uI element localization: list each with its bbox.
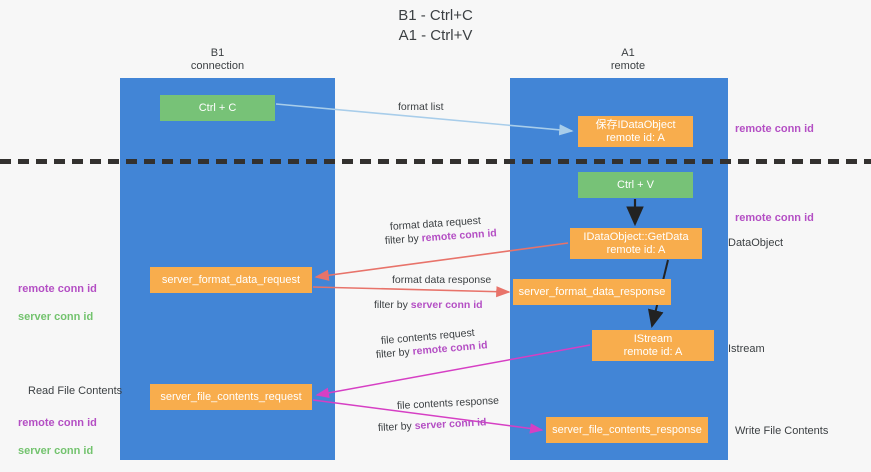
remote-conn-id-text-1: remote conn id (421, 227, 498, 245)
node-ctrl-c[interactable]: Ctrl + C (160, 95, 275, 121)
node-server-format-data-response[interactable]: server_format_data_response (513, 279, 671, 305)
filter-by-text-2: filter by (374, 299, 411, 311)
annotation-remote-conn-id-top: remote conn id (735, 123, 814, 135)
node-server-file-contents-request-label: server_file_contents_request (160, 390, 302, 403)
column-header-a1: A1 remote (610, 47, 646, 72)
node-idataobject-getdata[interactable]: IDataObject::GetData remote id: A (570, 228, 702, 259)
node-getdata-line1: IDataObject::GetData (583, 230, 689, 243)
node-istream[interactable]: IStream remote id: A (592, 330, 714, 361)
server-conn-id-text-1: server conn id (410, 299, 483, 311)
section-divider (0, 159, 871, 164)
node-ctrl-v[interactable]: Ctrl + V (578, 172, 693, 198)
annotation-dataobject: DataObject (728, 237, 784, 249)
node-server-format-data-request[interactable]: server_format_data_request (150, 267, 312, 293)
annotation-server-conn-id-left-2: server conn id (18, 445, 94, 457)
node-server-format-data-request-label: server_format_data_request (161, 273, 301, 286)
node-idataobject-line2: remote id: A (606, 131, 665, 144)
arrow-label-filter-by-server-conn-id-1: filter by server conn id (374, 298, 483, 313)
server-conn-id-text-2: server conn id (414, 416, 487, 433)
node-server-format-data-response-label: server_format_data_response (518, 285, 666, 298)
annotation-server-conn-id-left: server conn id (18, 311, 94, 323)
node-server-file-contents-request[interactable]: server_file_contents_request (150, 384, 312, 410)
node-server-file-contents-response-label: server_file_contents_response (552, 423, 702, 436)
annotation-remote-conn-id-mid: remote conn id (735, 212, 814, 224)
filter-by-text-1: filter by (384, 232, 423, 247)
annotation-write-file-contents: Write File Contents (735, 425, 829, 437)
arrow-label-format-data-response: format data response (392, 274, 492, 286)
node-istream-line2: remote id: A (623, 345, 683, 358)
column-header-b1: B1 connection (190, 47, 245, 72)
page-title: B1 - Ctrl+C A1 - Ctrl+V (398, 7, 473, 44)
annotation-left-conn-ids-top: remote conn id server conn id (18, 268, 97, 338)
annotation-left-conn-ids-bottom: remote conn id server conn id (18, 402, 97, 472)
node-idataobject-line1: 保存IDataObject (595, 118, 676, 131)
annotation-read-file-contents: Read File Contents (28, 385, 123, 397)
node-istream-line1: IStream (633, 332, 673, 345)
node-server-file-contents-response[interactable]: server_file_contents_response (546, 417, 708, 443)
filter-by-text-3: filter by (375, 345, 414, 361)
arrow-label-filter-by-server-conn-id-2: filter by server conn id (378, 415, 487, 436)
arrow-label-file-contents-response: file contents response (396, 394, 500, 412)
annotation-remote-conn-id-left-2: remote conn id (18, 417, 97, 429)
annotation-remote-conn-id-left: remote conn id (18, 283, 97, 295)
node-ctrl-v-label: Ctrl + V (617, 178, 654, 191)
node-ctrl-c-label: Ctrl + C (198, 101, 237, 114)
node-idataobject[interactable]: 保存IDataObject remote id: A (578, 116, 693, 147)
node-getdata-line2: remote id: A (606, 243, 666, 256)
annotation-istream: Istream (728, 343, 765, 355)
filter-by-text-4: filter by (377, 420, 416, 434)
arrow-label-format-list: format list (398, 101, 444, 113)
